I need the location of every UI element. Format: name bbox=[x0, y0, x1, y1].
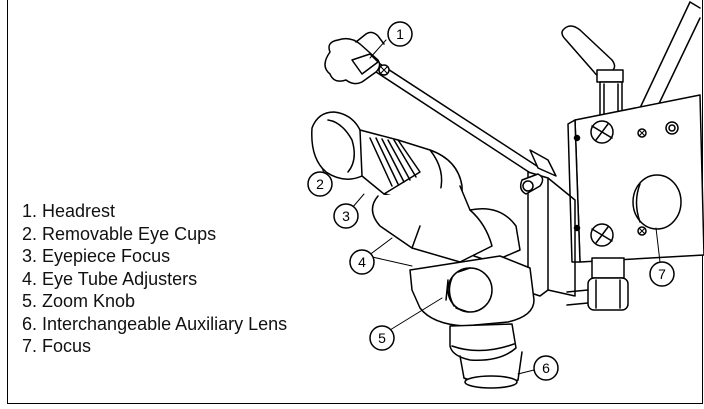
zoom-knob bbox=[445, 267, 493, 313]
parts-legend: 1. Headrest 2. Removable Eye Cups 3. Eye… bbox=[22, 200, 287, 358]
mount-collar bbox=[566, 257, 629, 311]
objective-lens bbox=[449, 323, 523, 389]
leader-lines bbox=[321, 39, 661, 375]
legend-item-eyepiece-focus: 3. Eyepiece Focus bbox=[22, 246, 171, 266]
stand-arm bbox=[639, 1, 701, 113]
legend-item-zoom-knob: 5. Zoom Knob bbox=[22, 291, 136, 311]
legend-item-eye-tube-adjusters: 4. Eye Tube Adjusters bbox=[22, 268, 198, 289]
svg-text:1: 1 bbox=[396, 26, 404, 42]
svg-text:3: 3 bbox=[342, 208, 350, 224]
svg-text:6: 6 bbox=[542, 360, 550, 376]
callout-7: 7 bbox=[649, 261, 675, 287]
callout-3: 3 bbox=[333, 203, 359, 229]
legend-item-eye-cups: 2. Removable Eye Cups bbox=[22, 223, 217, 244]
legend-item-auxiliary-lens: 6. Interchangeable Auxiliary Lens bbox=[22, 313, 288, 334]
svg-text:7: 7 bbox=[658, 266, 666, 282]
legend-item-focus: 7. Focus bbox=[22, 336, 92, 356]
callout-1: 1 bbox=[387, 21, 413, 47]
callout-4: 4 bbox=[349, 249, 375, 275]
lock-lever bbox=[561, 25, 624, 118]
headrest bbox=[324, 31, 385, 85]
callout-2: 2 bbox=[307, 171, 333, 197]
focus-knob bbox=[632, 174, 682, 230]
callouts: 1 2 3 4 5 6 7 bbox=[307, 21, 675, 381]
callout-5: 5 bbox=[369, 325, 395, 351]
svg-text:2: 2 bbox=[316, 176, 324, 192]
eyepiece-assembly bbox=[311, 111, 463, 227]
svg-text:5: 5 bbox=[378, 330, 386, 346]
headrest-arm bbox=[369, 59, 544, 179]
legend-item-headrest: 1. Headrest bbox=[22, 201, 116, 221]
svg-text:4: 4 bbox=[358, 254, 366, 270]
mount-plate bbox=[567, 94, 704, 263]
callout-6: 6 bbox=[533, 355, 559, 381]
bracket-post bbox=[519, 149, 576, 297]
